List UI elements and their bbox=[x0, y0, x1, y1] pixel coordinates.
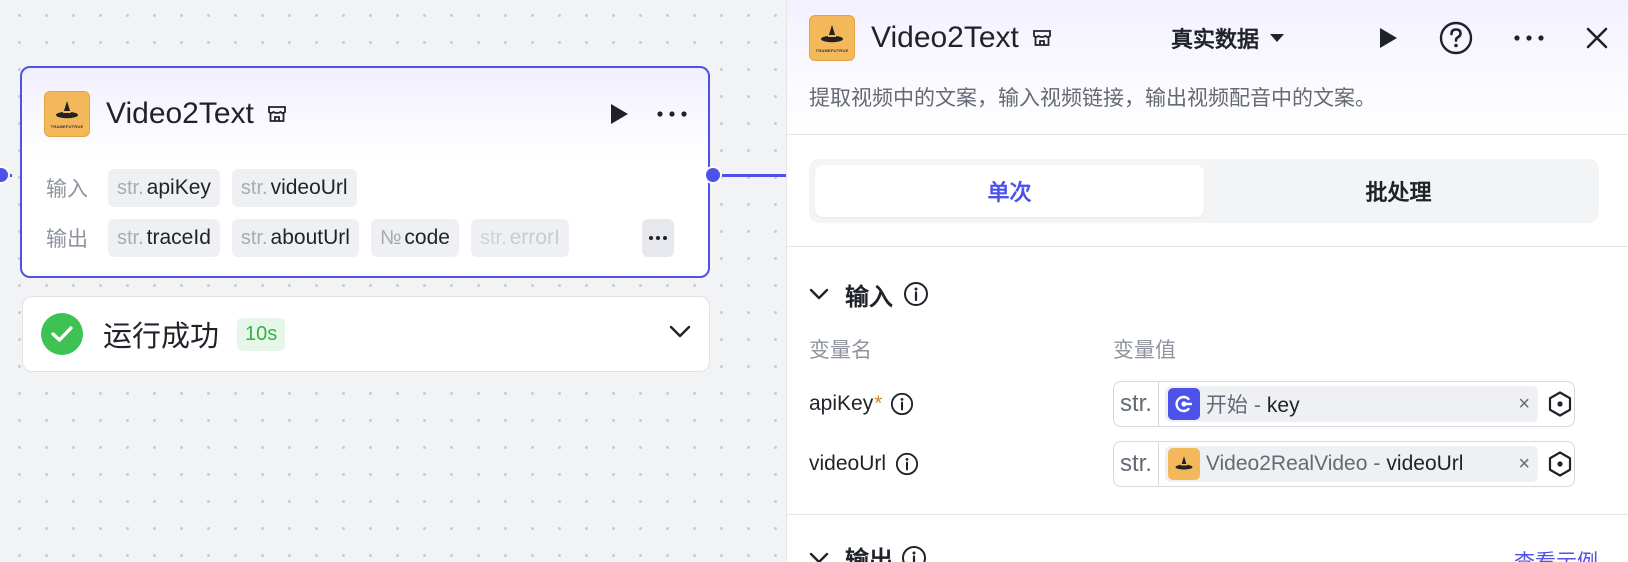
column-header-name: 变量名 bbox=[809, 339, 872, 362]
chevron-down-icon[interactable] bbox=[669, 325, 691, 344]
panel-more-button[interactable] bbox=[1513, 34, 1545, 42]
info-icon[interactable] bbox=[903, 281, 929, 307]
type-prefix: str. bbox=[240, 176, 268, 199]
var-value-field[interactable]: str. Video2RealVideo-videoUrl × bbox=[1113, 441, 1575, 487]
chevron-down-icon bbox=[809, 552, 829, 562]
var-value-field[interactable]: str. 开始-key × bbox=[1113, 381, 1575, 427]
var-name: videoUrl bbox=[809, 452, 1113, 476]
reference-separator: - bbox=[1373, 452, 1381, 475]
outgoing-edge bbox=[722, 174, 786, 177]
type-prefix: str. bbox=[1114, 382, 1159, 426]
required-mark: * bbox=[874, 392, 883, 415]
type-prefix: str. bbox=[117, 226, 144, 249]
reference-variable: videoUrl bbox=[1386, 452, 1464, 475]
reference-source: 开始 bbox=[1205, 394, 1248, 417]
output-section-title: 输出 bbox=[845, 547, 893, 562]
caret-down-icon bbox=[1270, 34, 1284, 42]
variable-reference-chip[interactable]: 开始-key × bbox=[1164, 386, 1538, 422]
store-icon bbox=[266, 103, 288, 125]
output-tag-traceid: str. traceId bbox=[108, 219, 220, 257]
output-tag-error: str. errorI bbox=[470, 219, 569, 257]
run-test-button[interactable] bbox=[1377, 26, 1399, 50]
wizard-hat-icon: TRAMEFUTRUE bbox=[44, 91, 90, 137]
input-name: apiKey bbox=[146, 176, 211, 199]
var-row-apikey: apiKey * str. 开始-key × bbox=[809, 380, 1609, 428]
output-name: errorI bbox=[509, 226, 560, 249]
info-icon[interactable] bbox=[901, 545, 927, 562]
workflow-canvas[interactable]: TRAMEFUTRUE Video2Text 输入 bbox=[0, 0, 786, 562]
info-icon[interactable] bbox=[895, 452, 919, 476]
section-divider bbox=[787, 514, 1628, 515]
type-prefix: № bbox=[379, 226, 402, 249]
var-name-text: videoUrl bbox=[809, 452, 887, 475]
type-prefix: str. bbox=[240, 226, 268, 249]
output-name: aboutUrl bbox=[270, 226, 350, 249]
input-port[interactable] bbox=[0, 166, 10, 184]
output-port[interactable] bbox=[704, 166, 722, 184]
panel-title: Video2Text bbox=[871, 21, 1019, 54]
app-brand-text: TRAMEFUTRUE bbox=[815, 47, 849, 53]
output-name: traceId bbox=[146, 226, 211, 249]
input-name: videoUrl bbox=[270, 176, 348, 199]
inputs-label: 输入 bbox=[46, 178, 88, 201]
app-brand-text: TRAMEFUTRUE bbox=[50, 123, 84, 129]
run-node-button[interactable] bbox=[608, 102, 630, 126]
var-name: apiKey * bbox=[809, 392, 1113, 416]
type-prefix: str. bbox=[479, 226, 507, 249]
store-icon bbox=[1031, 27, 1053, 49]
info-icon[interactable] bbox=[890, 392, 914, 416]
column-header-value: 变量值 bbox=[1113, 339, 1176, 362]
close-icon[interactable] bbox=[1585, 26, 1609, 50]
output-tag-abouturl: str. aboutUrl bbox=[231, 219, 359, 257]
data-source-select[interactable]: 真实数据 bbox=[1171, 22, 1285, 54]
more-outputs-button[interactable] bbox=[642, 219, 674, 257]
wizard-hat-icon: TRAMEFUTRUE bbox=[809, 15, 855, 61]
outputs-label: 输出 bbox=[46, 228, 88, 251]
output-name: code bbox=[404, 226, 450, 249]
tab-single[interactable]: 单次 bbox=[815, 165, 1204, 217]
node-more-button[interactable] bbox=[656, 110, 688, 118]
var-name-text: apiKey bbox=[809, 392, 874, 415]
variable-picker-icon[interactable] bbox=[1546, 450, 1574, 478]
output-tag-code: № code bbox=[370, 219, 459, 257]
var-row-videourl: videoUrl str. Video2RealVideo-videoUrl × bbox=[809, 440, 1609, 488]
clear-reference-icon[interactable]: × bbox=[1518, 392, 1530, 415]
input-section-header[interactable]: 输入 bbox=[809, 276, 929, 312]
output-section-header[interactable]: 输出 bbox=[809, 540, 927, 562]
tab-batch[interactable]: 批处理 bbox=[1365, 180, 1432, 205]
reference-variable: key bbox=[1266, 394, 1300, 417]
input-section-title: 输入 bbox=[845, 283, 893, 311]
node-title: Video2Text bbox=[106, 97, 254, 130]
type-prefix: str. bbox=[117, 176, 144, 199]
section-divider bbox=[787, 246, 1628, 247]
input-tag-apikey: str. apiKey bbox=[108, 169, 220, 207]
duration-badge: 10s bbox=[237, 317, 286, 351]
test-run-panel: TRAMEFUTRUE Video2Text 真实数据 bbox=[786, 0, 1628, 562]
video2text-node[interactable]: TRAMEFUTRUE Video2Text 输入 bbox=[20, 66, 710, 278]
wizard-hat-icon bbox=[1167, 448, 1200, 480]
view-example-link[interactable]: 查看示例 bbox=[1514, 546, 1598, 562]
help-icon[interactable] bbox=[1439, 21, 1473, 55]
check-circle-icon bbox=[41, 313, 83, 355]
variable-reference-chip[interactable]: Video2RealVideo-videoUrl × bbox=[1164, 446, 1538, 482]
clear-reference-icon[interactable]: × bbox=[1518, 452, 1530, 475]
reference-separator: - bbox=[1253, 394, 1261, 417]
panel-description: 提取视频中的文案，输入视频链接，输出视频配音中的文案。 bbox=[809, 87, 1376, 110]
panel-header: TRAMEFUTRUE Video2Text 真实数据 bbox=[787, 0, 1628, 135]
chevron-down-icon bbox=[809, 288, 829, 300]
node-inputs: 输入 str. apiKey str. videoUrl bbox=[46, 168, 369, 208]
run-status-bar[interactable]: 运行成功 10s bbox=[22, 296, 710, 372]
input-tag-videourl: str. videoUrl bbox=[231, 169, 357, 207]
start-node-icon bbox=[1167, 388, 1200, 420]
reference-source: Video2RealVideo bbox=[1205, 452, 1368, 475]
variable-picker-icon[interactable] bbox=[1546, 390, 1574, 418]
type-prefix: str. bbox=[1114, 442, 1159, 486]
status-text: 运行成功 bbox=[103, 321, 220, 353]
mode-tabs: 单次 批处理 bbox=[809, 159, 1599, 223]
node-header: TRAMEFUTRUE Video2Text bbox=[44, 90, 688, 138]
node-outputs: 输出 str. traceId str. aboutUrl № code str… bbox=[46, 218, 674, 258]
data-source-label: 真实数据 bbox=[1170, 27, 1259, 52]
